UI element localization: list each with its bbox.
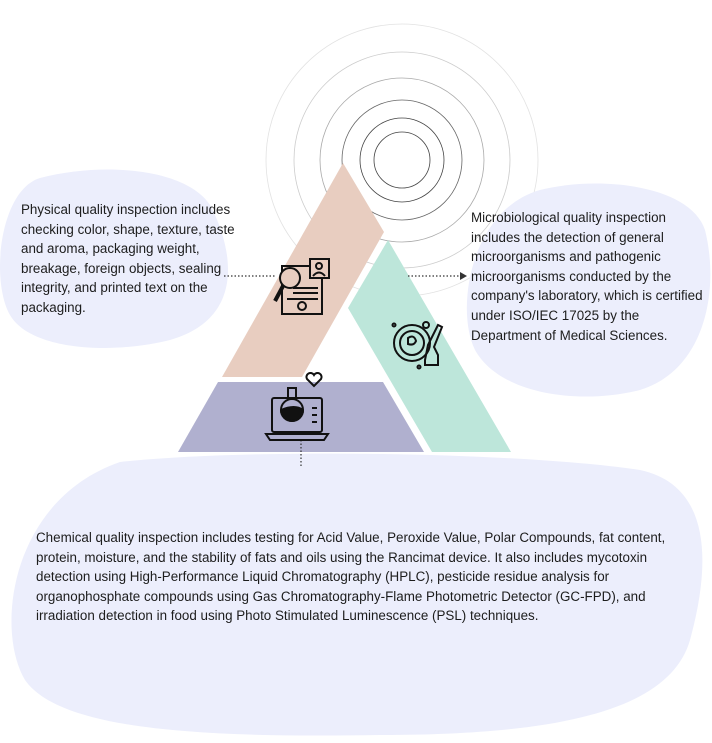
laptop-flask-icon bbox=[264, 372, 330, 441]
arrow-head bbox=[460, 272, 467, 280]
chemical-inspection-text: Chemical quality inspection includes tes… bbox=[36, 530, 666, 624]
petri-dish-icon bbox=[391, 321, 444, 370]
blob-microbiological bbox=[466, 183, 711, 397]
physical-segment bbox=[222, 163, 384, 377]
blob-chemical bbox=[11, 453, 703, 736]
microbiological-inspection-text: Microbiological quality inspection inclu… bbox=[471, 210, 703, 343]
blob-physical bbox=[0, 169, 229, 348]
document-inspection-icon bbox=[273, 258, 330, 315]
connector-lines bbox=[224, 275, 460, 466]
physical-inspection-text: Physical quality inspection includes che… bbox=[21, 202, 235, 315]
